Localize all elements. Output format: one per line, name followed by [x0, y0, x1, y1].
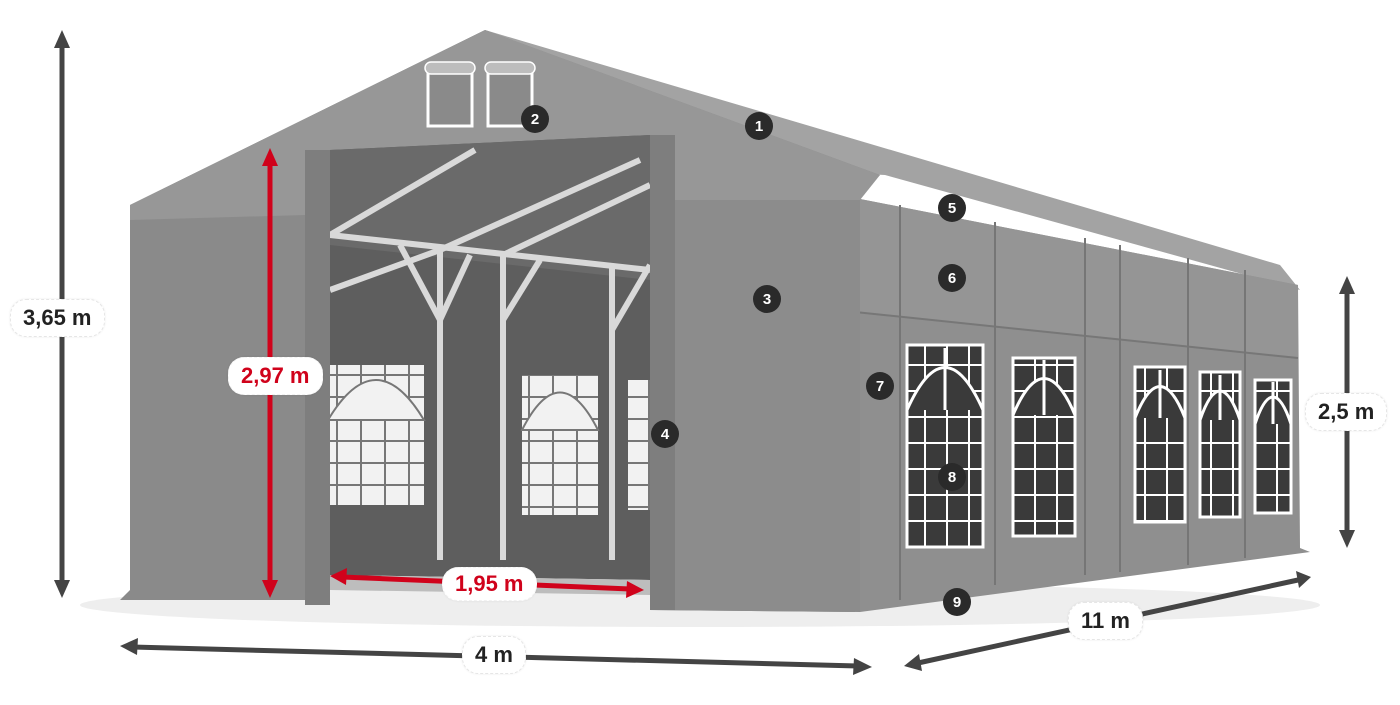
door-width-label: 1,95 m [442, 567, 537, 601]
door-height-label: 2,97 m [228, 357, 323, 395]
door-pole-right [650, 135, 675, 610]
marker-4-door-fastener: 4 [651, 420, 679, 448]
interior-windows [326, 365, 650, 515]
front-wall-right [650, 200, 860, 612]
marker-3-front-wall: 3 [753, 285, 781, 313]
steel-frame [328, 147, 653, 560]
marker-8-window: 8 [938, 463, 966, 491]
side-roof [485, 30, 1300, 290]
length-label: 11 m [1068, 602, 1143, 640]
marker-2-gable-window: 2 [521, 105, 549, 133]
marker-9-skirt: 9 [943, 588, 971, 616]
side-windows [905, 343, 1293, 549]
front-wall-left [120, 150, 330, 600]
marker-1-roof: 1 [745, 112, 773, 140]
marker-6-upper-panel: 6 [938, 264, 966, 292]
side-height-label: 2,5 m [1305, 393, 1388, 431]
marker-5-eave: 5 [938, 194, 966, 222]
total-height-label: 3,65 m [10, 299, 105, 337]
width-label: 4 m [462, 636, 526, 674]
marker-7-side-panel: 7 [866, 372, 894, 400]
